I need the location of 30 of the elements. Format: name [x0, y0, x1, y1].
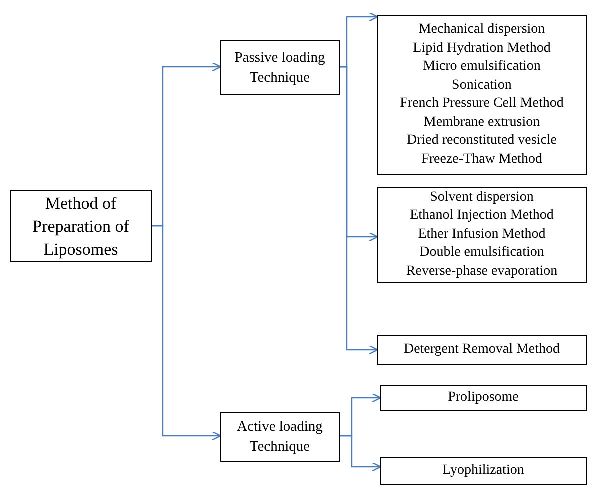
method-text: Detergent Removal Method [402, 341, 562, 359]
method-text: Membrane extrusion [422, 114, 542, 132]
method-text: Lyophilization [442, 462, 526, 480]
method-text: Freeze-Thaw Method [420, 150, 544, 168]
method-box [377, 335, 587, 365]
method-text: Micro emulsification [422, 58, 542, 76]
method-box [220, 40, 340, 95]
method-text: Method of Preparation of Liposomes [32, 192, 130, 260]
method-text: Passive loading Technique [234, 48, 326, 88]
method-box [380, 385, 587, 411]
method-text: Mechanical dispersion [418, 21, 546, 39]
method-text: French Pressure Cell Method [399, 95, 565, 113]
method-text: Proliposome [447, 389, 520, 407]
method-text: Ether Infusion Method [417, 226, 547, 244]
method-text: Lipid Hydration Method [412, 40, 552, 58]
connector-arrow [152, 225, 222, 441]
method-text: Reverse-phase evaporation [405, 262, 559, 281]
method-box [10, 190, 152, 262]
method-box [377, 187, 587, 283]
method-box [377, 15, 587, 175]
method-text: Ethanol Injection Method [409, 207, 555, 226]
connector-arrow [340, 66, 378, 355]
method-text: Sonication [451, 76, 513, 94]
method-text: Solvent dispersion [429, 188, 535, 207]
method-text: Active loading Technique [236, 418, 324, 457]
method-box [220, 412, 340, 462]
method-text: Dried reconstituted vesicle [406, 132, 558, 150]
method-text: Double emulsification [418, 244, 546, 262]
method-box [380, 457, 587, 485]
connector-arrow [340, 435, 382, 472]
